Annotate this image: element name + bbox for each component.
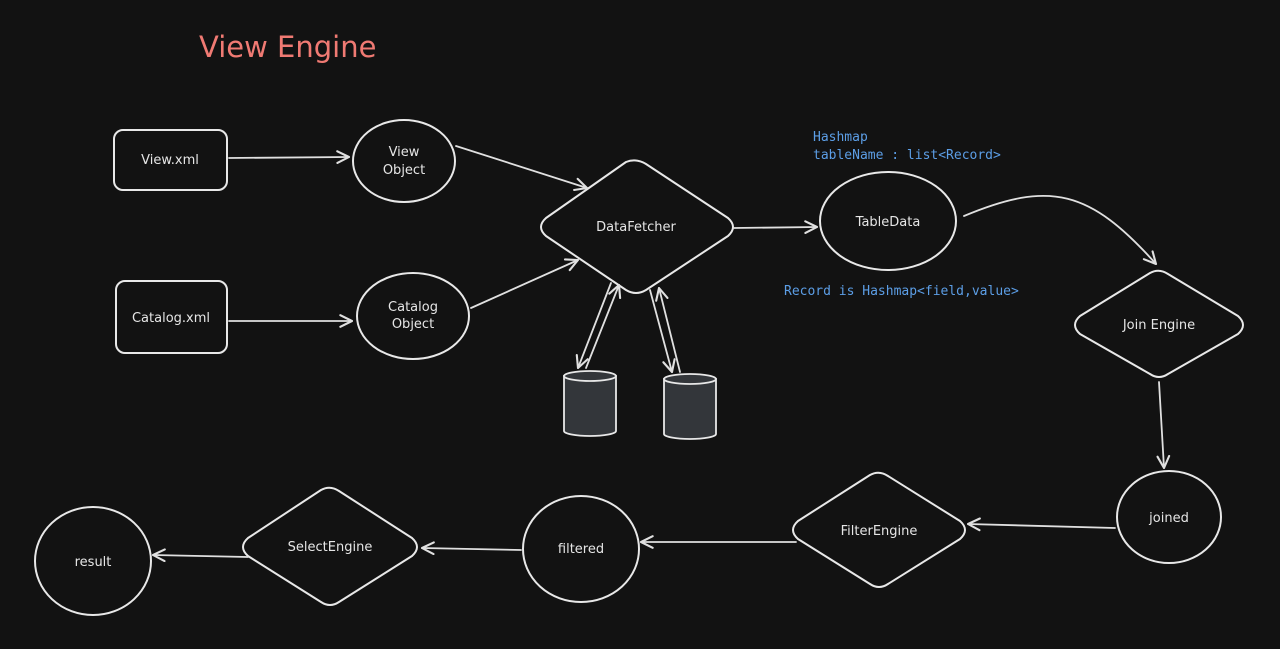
table-data-ellipse: [819, 171, 957, 271]
catalog-xml-label: Catalog.xml: [132, 311, 210, 326]
result-node[interactable]: result: [34, 506, 152, 616]
database-2-body: [663, 378, 717, 440]
catalog-object-node[interactable]: Catalog Object: [356, 272, 470, 360]
arrow-datafetcher-to-database1: [575, 282, 612, 370]
arrow-datafetcher-to-database2: [649, 289, 676, 374]
joined-label: joined: [1148, 511, 1189, 526]
filter-engine-node[interactable]: FilterEngine: [792, 471, 966, 588]
select-engine-diamond: [242, 486, 418, 606]
joined-ellipse: [1116, 470, 1222, 564]
catalog-xml-node[interactable]: Catalog.xml: [115, 280, 228, 354]
join-engine-diamond: [1074, 269, 1244, 378]
filter-engine-diamond: [792, 471, 966, 588]
arrow-joinengine-to-joined: [1156, 381, 1171, 470]
arrow-filtered-to-selectengine: [420, 541, 522, 556]
arrow-tabledata-to-joinengine: [963, 194, 1158, 266]
catalog-xml-box: [115, 280, 228, 354]
arrow-viewxml-to-viewobject: [228, 150, 351, 164]
select-engine-node[interactable]: SelectEngine: [242, 486, 418, 606]
filtered-ellipse: [522, 495, 640, 603]
catalog-object-label-line2: Object: [392, 317, 434, 332]
view-xml-label: View.xml: [141, 153, 199, 168]
view-object-node[interactable]: View Object: [352, 119, 456, 203]
view-object-label-line1: View: [389, 145, 420, 160]
data-fetcher-label: DataFetcher: [596, 220, 676, 235]
result-label: result: [75, 555, 112, 570]
result-ellipse: [34, 506, 152, 616]
table-data-label: TableData: [855, 215, 921, 230]
record-note: Record is Hashmap<field,value>: [784, 284, 1019, 299]
view-object-ellipse: [352, 119, 456, 203]
joined-node[interactable]: joined: [1116, 470, 1222, 564]
hashmap-note-line2: tableName : list<Record>: [813, 148, 1001, 163]
arrow-viewobject-to-datafetcher: [455, 145, 589, 192]
view-object-label-line2: Object: [383, 163, 425, 178]
arrow-database2-to-datafetcher: [655, 286, 681, 373]
arrow-joined-to-filterengine: [966, 517, 1116, 532]
filtered-node[interactable]: filtered: [522, 495, 640, 603]
view-xml-box: [113, 129, 228, 191]
catalog-object-ellipse: [356, 272, 470, 360]
database-1-body: [563, 375, 617, 437]
select-engine-label: SelectEngine: [288, 540, 373, 555]
data-fetcher-node[interactable]: DataFetcher: [540, 159, 734, 294]
diagram-title: View Engine: [199, 30, 376, 64]
filter-engine-label: FilterEngine: [841, 524, 918, 539]
arrow-catalogobject-to-datafetcher: [470, 258, 580, 309]
arrow-selectengine-to-result: [151, 548, 249, 563]
data-fetcher-diamond: [540, 159, 734, 294]
database-1: [563, 370, 617, 437]
database-2: [663, 373, 717, 440]
view-xml-node[interactable]: View.xml: [113, 129, 228, 191]
table-data-node[interactable]: TableData: [819, 171, 957, 271]
hashmap-note-line1: Hashmap: [813, 130, 868, 145]
join-engine-label: Join Engine: [1122, 318, 1195, 333]
database-2-top: [663, 373, 717, 385]
arrow-database1-to-datafetcher: [585, 283, 622, 369]
database-1-top: [563, 370, 617, 382]
filtered-label: filtered: [558, 542, 604, 557]
arrow-datafetcher-to-tabledata: [733, 220, 819, 235]
catalog-object-label-line1: Catalog: [388, 300, 438, 315]
join-engine-node[interactable]: Join Engine: [1074, 269, 1244, 378]
